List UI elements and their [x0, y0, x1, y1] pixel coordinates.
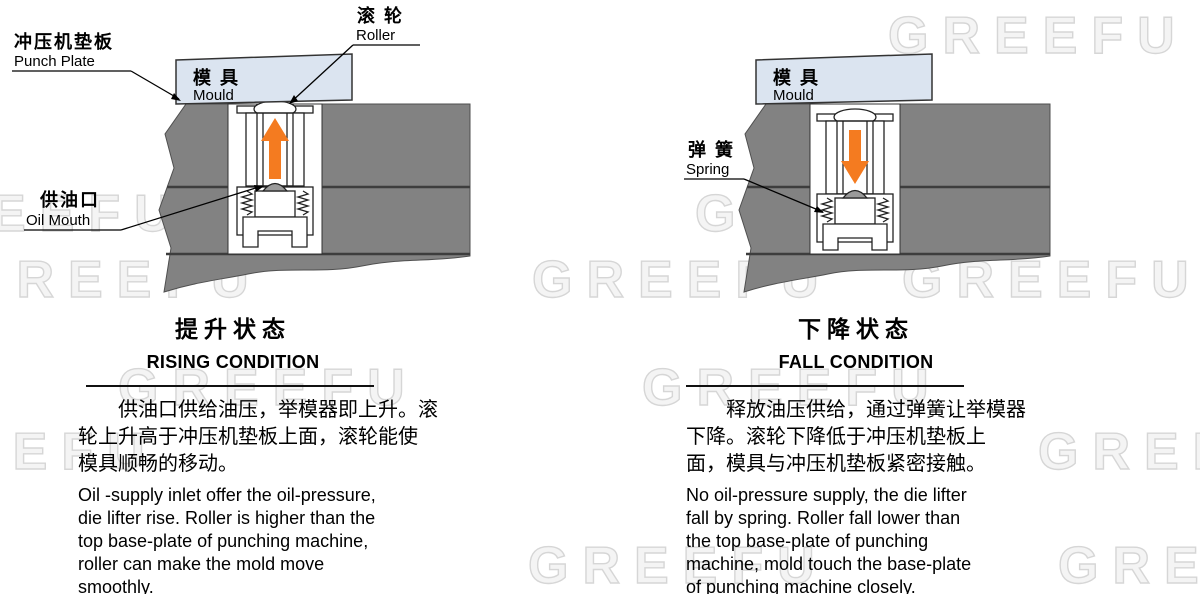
spring-label: 弹 簧 Spring: [684, 139, 824, 213]
leader-line: [743, 178, 824, 213]
right-divider: [686, 385, 964, 387]
left-text-column: 提升状态 RISING CONDITION 供油口供给油压，举模器即上升。滚 轮…: [78, 310, 478, 594]
leader-arrowhead: [171, 93, 181, 101]
up-arrow-icon: [261, 118, 289, 179]
leader-line: [120, 185, 263, 231]
leader-line: [289, 44, 354, 104]
watermark-text: GREEFU: [0, 184, 186, 243]
oil-mouth-label-en: Oil Mouth: [26, 212, 90, 229]
mould-label-cn: 模 具: [773, 67, 820, 88]
watermark-text: GREEFU: [0, 422, 159, 481]
left-diagram: 模 具 Mould 滚 轮 Roller 冲压机垫板 Punch Plate 供…: [12, 5, 471, 293]
punch-plate-label-en: Punch Plate: [14, 53, 95, 70]
bottom-bracket: [822, 223, 888, 251]
right-text-column: 下降状态 FALL CONDITION 释放油压供给，通过弹簧让举模器 下降。滚…: [686, 310, 1086, 594]
left-title-cn: 提升状态: [175, 316, 291, 342]
right-diagram: 模 具 Mould 弹 簧 Spring: [684, 53, 1051, 293]
spring-coil: [239, 190, 255, 216]
watermark-text: GREEFU: [527, 536, 829, 594]
mould-plate: 模 具 Mould: [175, 53, 353, 105]
roller-label: 滚 轮 Roller: [289, 5, 420, 104]
spring-coil: [819, 197, 835, 223]
right-description-cn: 释放油压供给，通过弹簧让举模器 下降。滚轮下降低于冲压机垫板上 面，模具与冲压机…: [686, 399, 1026, 475]
bottom-bracket: [242, 216, 308, 248]
punch-plate-label-cn: 冲压机垫板: [14, 31, 114, 52]
right-description-en: No oil-pressure supply, the die lifter f…: [686, 485, 972, 594]
watermark-text: GREEFU: [887, 6, 1189, 65]
left-title-en: RISING CONDITION: [146, 352, 320, 372]
mould-plate: 模 具 Mould: [755, 53, 933, 105]
watermark-text: GREEFU: [1057, 536, 1200, 594]
roller-label-en: Roller: [356, 27, 395, 44]
lower-piston: [834, 197, 876, 225]
oil-chamber-dome: [261, 182, 289, 192]
leader-line: [130, 70, 180, 100]
right-title-en: FALL CONDITION: [778, 352, 934, 372]
watermark-text: GREEFU: [641, 358, 943, 417]
oil-chamber-dome: [841, 189, 869, 199]
oil-mouth-label: 供油口 Oil Mouth: [24, 185, 264, 231]
left-description-en: Oil -supply inlet offer the oil-pressure…: [78, 485, 376, 594]
spring-label-en: Spring: [686, 161, 729, 178]
spring-coil: [875, 197, 891, 223]
spring-label-cn: 弹 簧: [688, 139, 735, 160]
mould-label-en: Mould: [193, 87, 234, 104]
watermark-text: GREEFU: [117, 358, 419, 417]
oil-mouth-label-cn: 供油口: [39, 189, 100, 210]
leader-arrowhead: [289, 95, 298, 104]
leader-arrowhead: [254, 185, 264, 192]
right-title-cn: 下降状态: [798, 316, 914, 342]
left-description-cn: 供油口供给油压，举模器即上升。滚 轮上升高于冲压机垫板上面，滚轮能使 模具顺畅的…: [78, 399, 438, 475]
mould-label-cn: 模 具: [193, 67, 240, 88]
watermark-text: GREEFU: [1037, 422, 1200, 481]
down-arrow-icon: [841, 130, 869, 184]
roller-label-cn: 滚 轮: [357, 5, 404, 26]
mould-label-en: Mould: [773, 87, 814, 104]
punch-plate-label: 冲压机垫板 Punch Plate: [12, 31, 181, 101]
leader-arrowhead: [814, 206, 824, 213]
left-divider: [86, 385, 374, 387]
lower-piston: [254, 190, 296, 218]
spring-coil: [295, 190, 311, 216]
